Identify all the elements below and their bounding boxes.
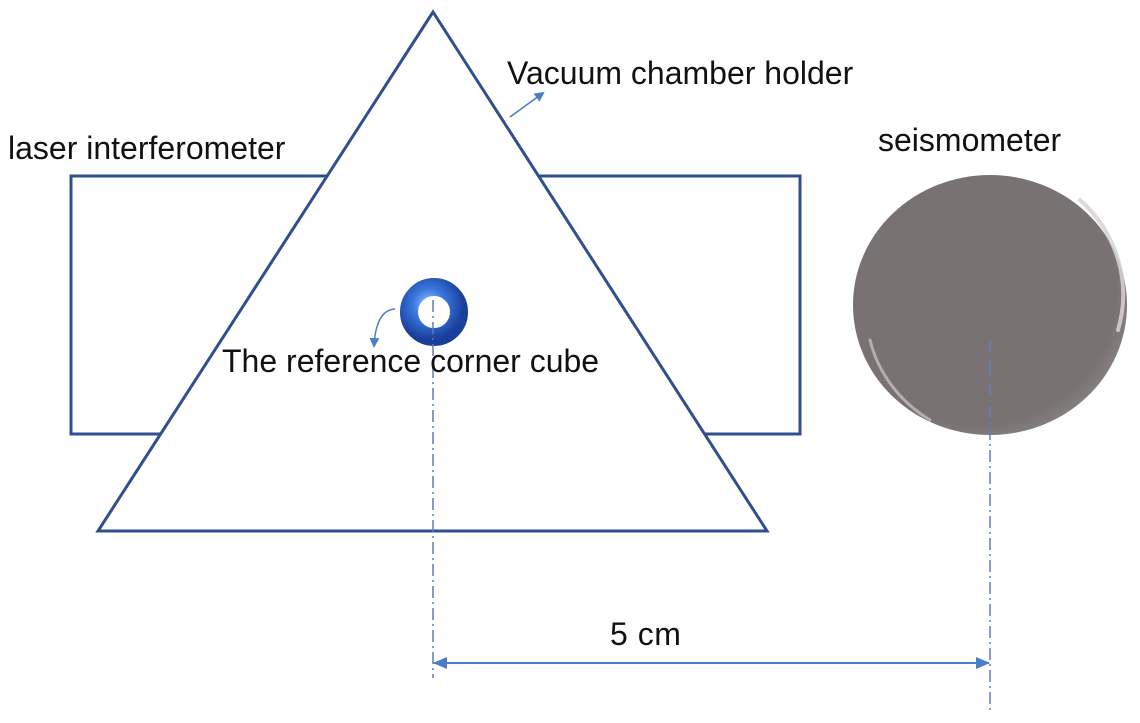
reference-corner-cube-label: The reference corner cube <box>222 343 600 379</box>
laser-interferometer-label: laser interferometer <box>8 130 286 166</box>
vacuum-holder-callout-arrow <box>509 91 545 118</box>
corner-cube-ring <box>400 278 468 346</box>
vacuum-chamber-holder-label: Vacuum chamber holder <box>507 55 854 91</box>
seismometer-highlight <box>1078 198 1126 332</box>
seismometer-disc <box>853 175 1127 435</box>
seismometer-highlight-low <box>868 338 932 422</box>
seismometer-label: seismometer <box>878 122 1062 158</box>
corner-cube-callout-arrow <box>369 308 396 348</box>
distance-label: 5 cm <box>610 616 682 652</box>
